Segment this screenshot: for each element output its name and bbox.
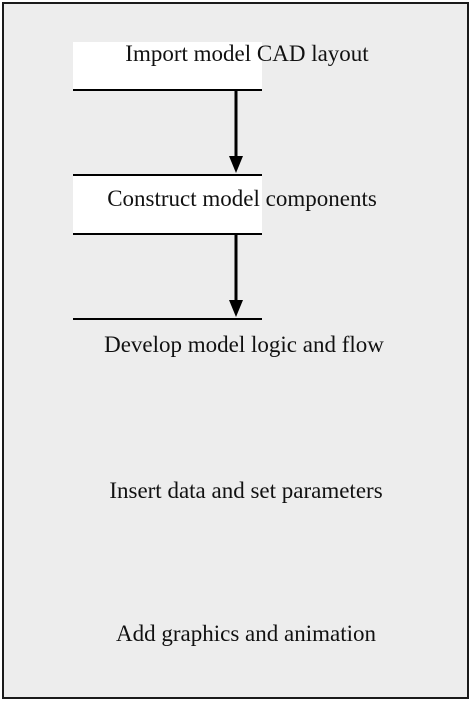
step-1-label: Import model CAD layout: [125, 41, 369, 66]
step-5-label: Add graphics and animation: [116, 621, 376, 646]
step-3-top-line: [73, 318, 262, 320]
step-2-bottom-line: [73, 233, 262, 235]
step-4-label: Insert data and set parameters: [109, 478, 383, 503]
step-2-box: [73, 175, 262, 234]
step-3-label: Develop model logic and flow: [104, 332, 384, 357]
step-1-bottom-line: [73, 89, 262, 91]
step-2-top-line: [73, 174, 262, 176]
step-1-box: [73, 42, 262, 90]
step-2-label: Construct model components: [107, 186, 377, 211]
